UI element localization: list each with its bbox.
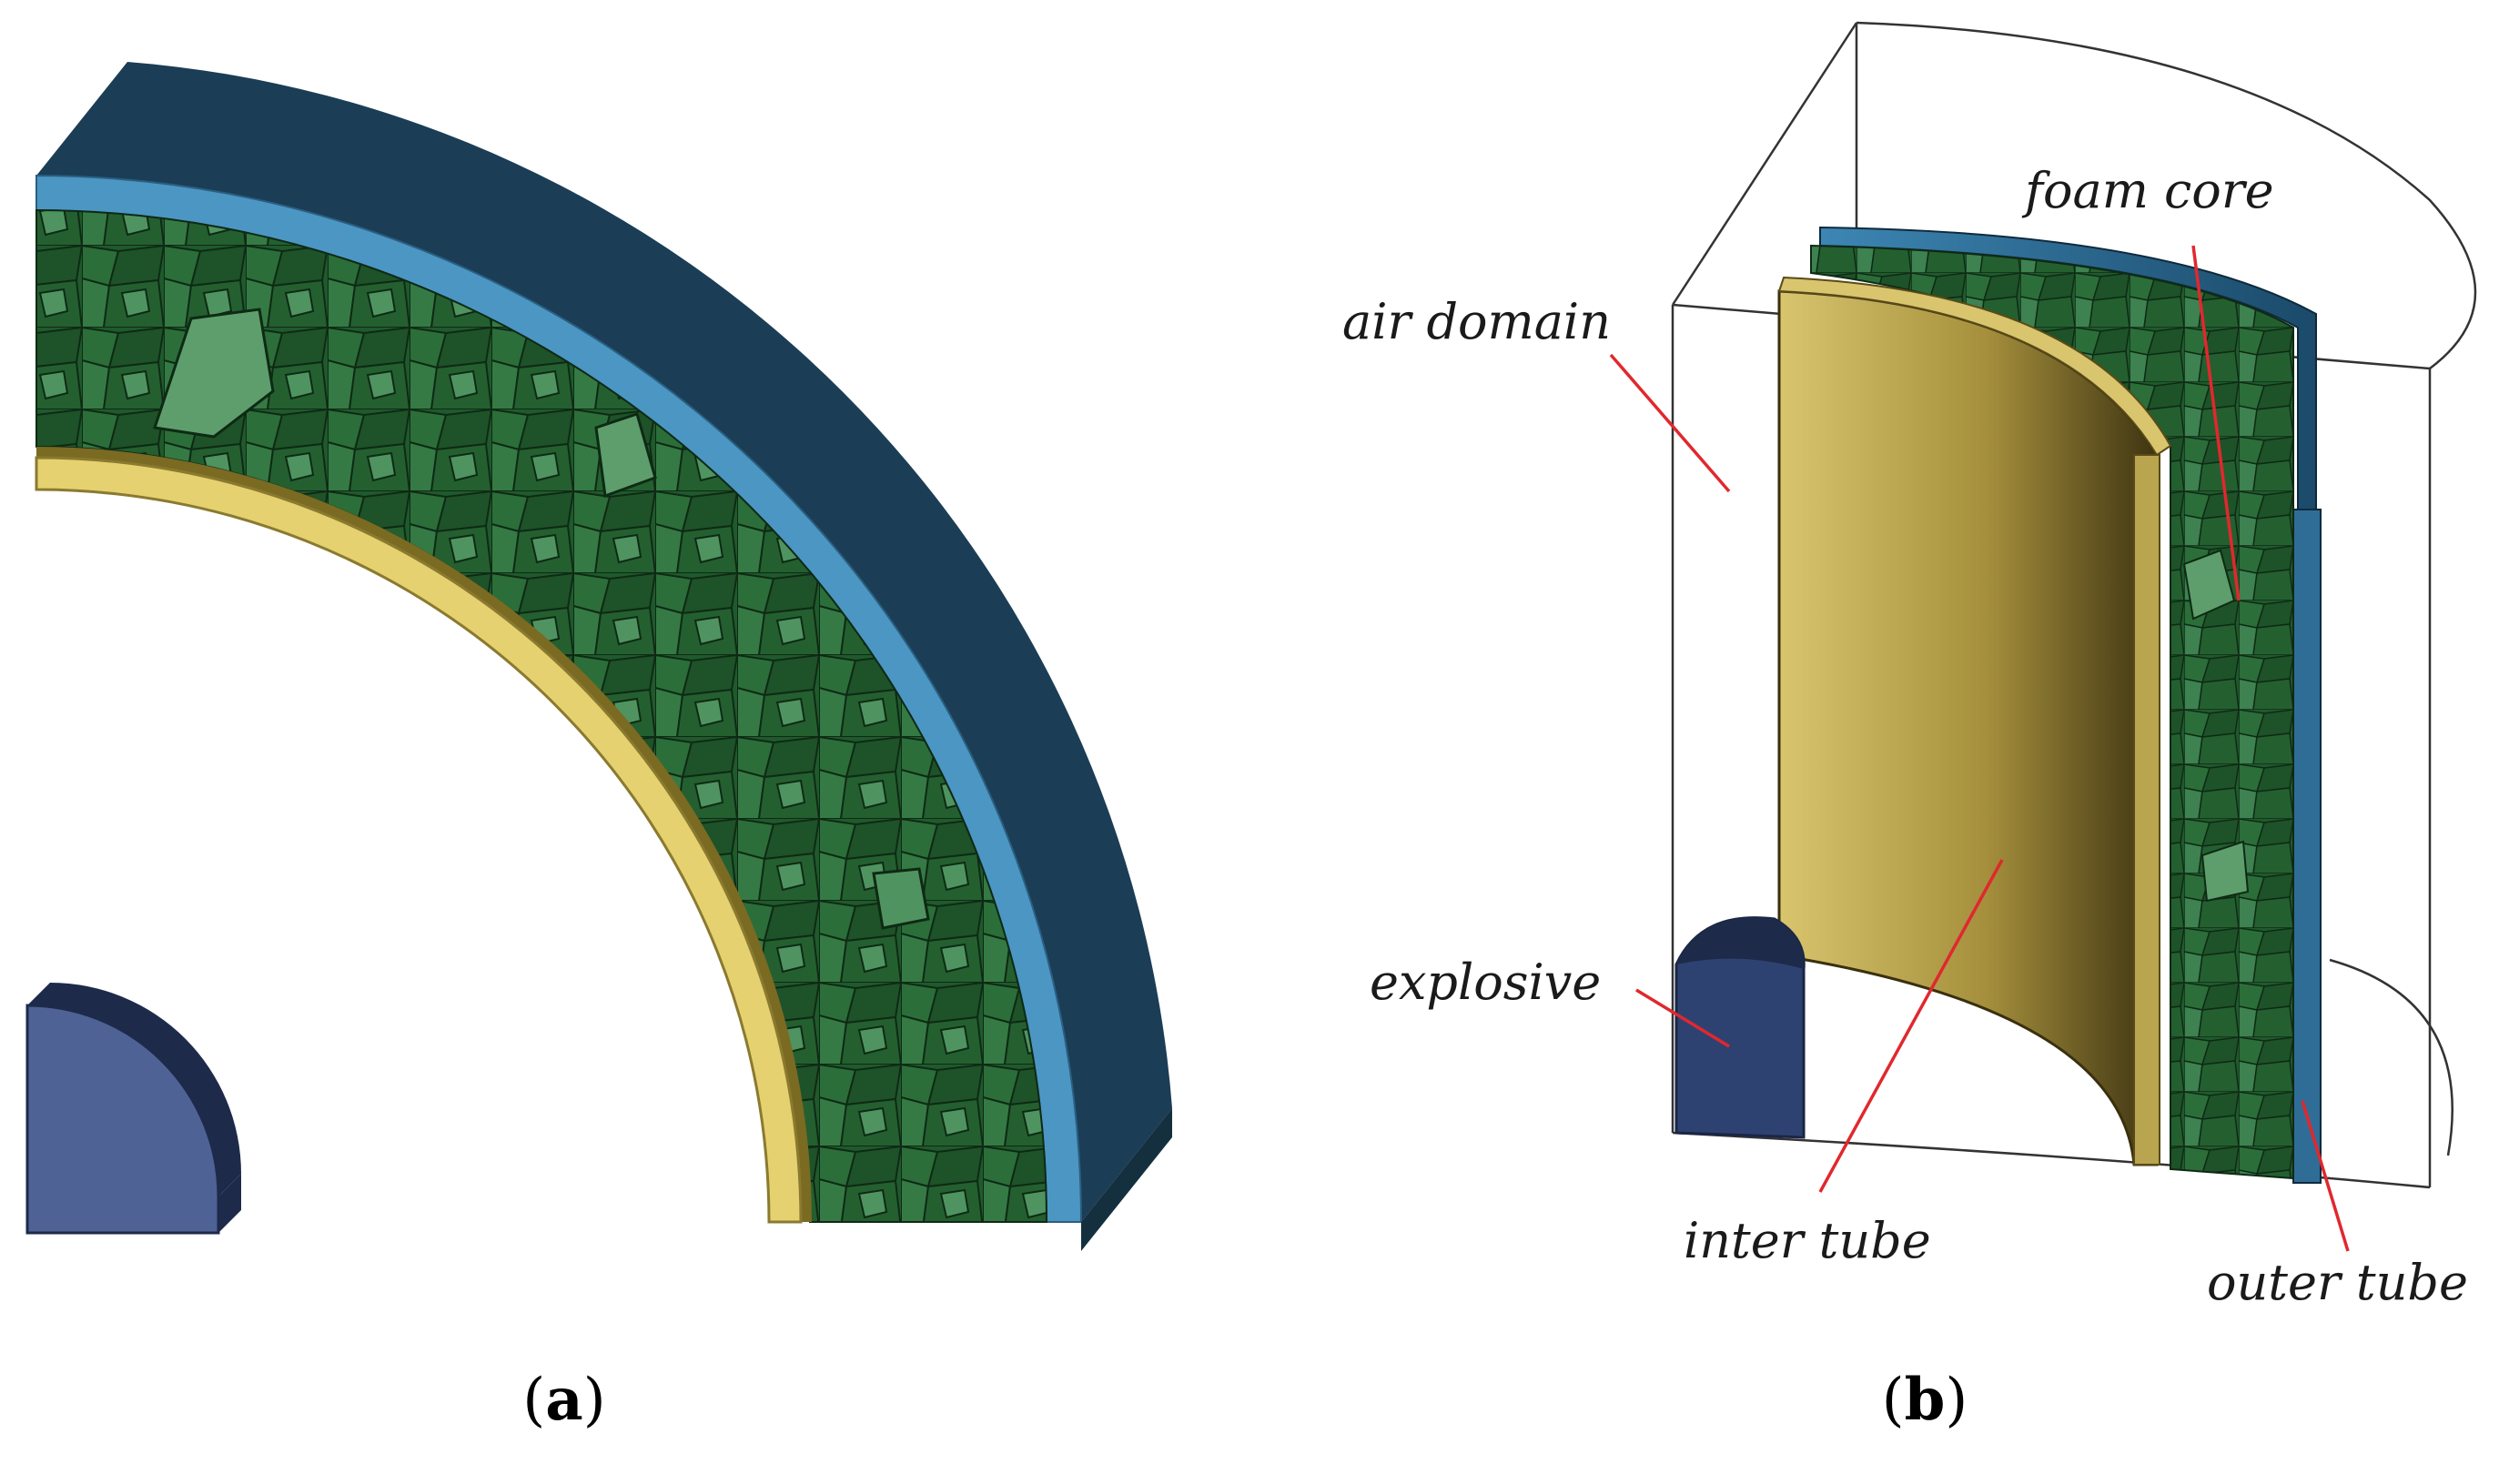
inner-tube-ring (35, 456, 803, 1224)
explosive-side (218, 1174, 241, 1233)
label-explosive: explosive (1370, 954, 1601, 1011)
leader-lines (1609, 245, 2350, 1252)
inner-tube-wall (2133, 454, 2160, 1166)
explosive-b-top (1676, 917, 1805, 969)
outer-tube-side (1081, 1108, 1172, 1251)
caption-a: (a) (522, 1366, 605, 1434)
foam-cell-highlight (872, 867, 930, 930)
leader-explosive (1635, 988, 1730, 1048)
label-inter-tube: inter tube (1684, 1212, 1931, 1269)
label-air-domain: air domain (1342, 293, 1611, 350)
label-outer-tube: outer tube (2207, 1254, 2468, 1311)
caption-b: (b) (1882, 1366, 1968, 1434)
foam-cell-highlight (2182, 549, 2236, 621)
panel-a: (a) (25, 62, 1172, 1434)
outer-tube-top (36, 62, 1172, 1222)
leader-foam-core (2191, 245, 2241, 601)
leader-air-domain (1609, 353, 1731, 493)
foam-cell-highlight (594, 412, 657, 499)
outer-tube-wall (2292, 509, 2322, 1184)
panel-b: air domain foam core explosive inter tub… (1342, 21, 2477, 1434)
explosive-top (27, 983, 241, 1196)
explosive-face (25, 1004, 220, 1235)
foam-cell-highlight (2201, 840, 2250, 903)
leader-inter-tube (1818, 859, 2004, 1193)
foam-cell-highlight (153, 308, 275, 439)
inner-tube-rim (1777, 276, 2172, 457)
inner-tube (1777, 289, 2159, 1166)
leader-outer-tube (2301, 1100, 2350, 1252)
label-foam-core: foam core (2021, 162, 2274, 219)
